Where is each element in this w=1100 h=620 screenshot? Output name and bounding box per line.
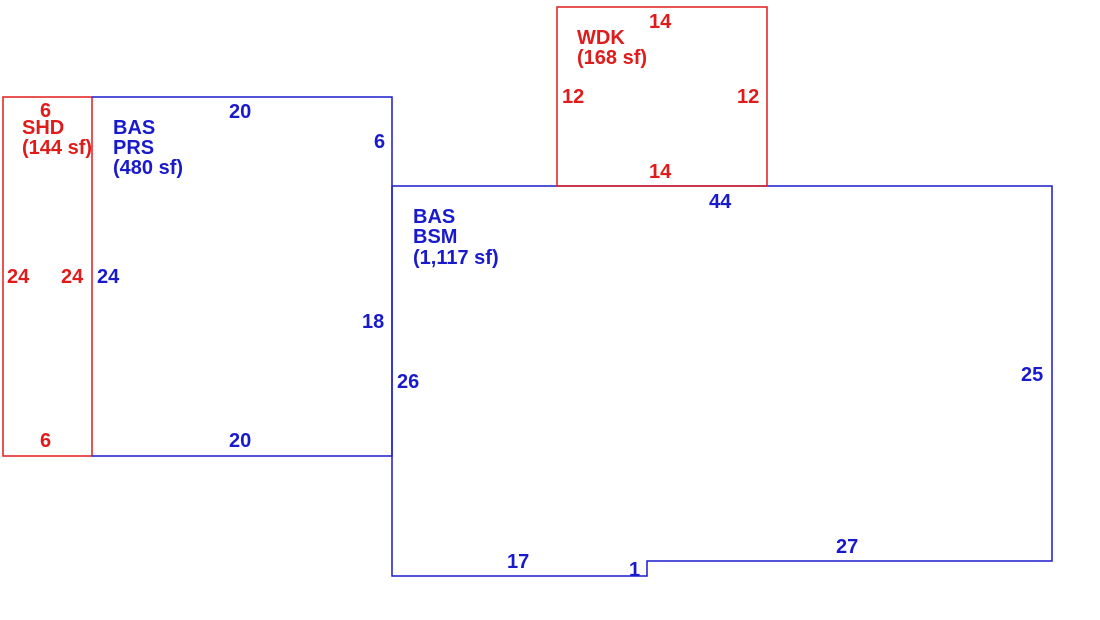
main-top-dimension: 44 bbox=[709, 191, 732, 213]
bas-bsm-outline bbox=[391, 185, 1053, 577]
wdk-outline bbox=[556, 6, 768, 187]
main-step-dimension: 18 bbox=[362, 311, 384, 333]
wdk-top-dimension: 14 bbox=[649, 11, 672, 33]
shd-outline bbox=[2, 96, 93, 457]
bsm-code1-label: BAS bbox=[413, 206, 455, 228]
wdk-code-label: WDK bbox=[577, 27, 625, 49]
main-left-dimension: 26 bbox=[397, 371, 419, 393]
main-notch-dimension: 1 bbox=[629, 559, 640, 581]
shd-area-label: (144 sf) bbox=[22, 137, 92, 159]
wdk-bottom-dimension: 14 bbox=[649, 161, 672, 183]
shd-code-label: SHD bbox=[22, 117, 64, 139]
prs-code2-label: PRS bbox=[113, 137, 154, 159]
shd-left-dimension: 24 bbox=[7, 266, 30, 288]
wdk-area-label: (168 sf) bbox=[577, 47, 647, 69]
prs-top-dimension: 20 bbox=[229, 101, 251, 123]
wdk-right-dimension: 12 bbox=[737, 86, 759, 108]
shd-bottom-dimension: 6 bbox=[40, 430, 51, 452]
prs-code1-label: BAS bbox=[113, 117, 155, 139]
shd-right-dimension: 24 bbox=[61, 266, 84, 288]
prs-right-dimension: 6 bbox=[374, 131, 385, 153]
bsm-area-label: (1,117 sf) bbox=[413, 247, 499, 269]
prs-left-dimension: 24 bbox=[97, 266, 120, 288]
main-right-dimension: 25 bbox=[1021, 364, 1043, 386]
bsm-code2-label: BSM bbox=[413, 226, 457, 248]
prs-area-label: (480 sf) bbox=[113, 157, 183, 179]
main-bottom-left-dimension: 17 bbox=[507, 551, 529, 573]
shd-top-dimension: 6 bbox=[40, 100, 51, 122]
wdk-left-dimension: 12 bbox=[562, 86, 584, 108]
prs-bottom-dimension: 20 bbox=[229, 430, 251, 452]
main-bottom-right-dimension: 27 bbox=[836, 536, 858, 558]
